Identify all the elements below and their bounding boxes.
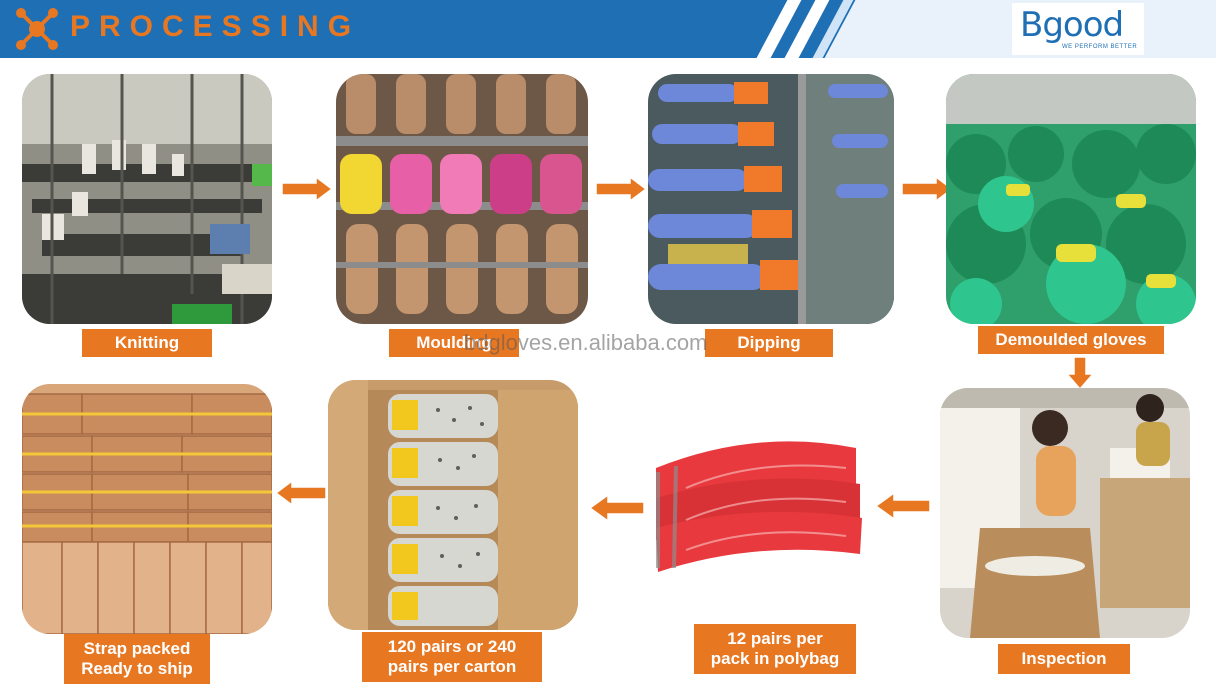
arrow-left-icon [274, 480, 327, 506]
dipping-photo [648, 74, 894, 324]
arrow-left-icon [588, 494, 645, 522]
logo-tagline: WE PERFORM BETTER [1062, 44, 1138, 50]
step-label-dipping: Dipping [705, 329, 833, 357]
logo-text: Bgood [1020, 5, 1124, 45]
step-label-demoulded: Demoulded gloves [978, 326, 1164, 354]
knitting-photo [22, 74, 272, 324]
arrow-down-icon [1066, 356, 1094, 390]
brand-logo: Bgood WE PERFORM BETTER [1012, 3, 1144, 55]
arrow-right-icon [901, 176, 954, 202]
carton-photo [328, 380, 578, 630]
polybag-photo [646, 428, 866, 588]
arrow-right-icon [595, 176, 648, 202]
step-label-knitting: Knitting [82, 329, 212, 357]
network-hub-icon [16, 8, 58, 50]
strap-packed-photo [22, 384, 272, 634]
page-title: PROCESSING [70, 10, 361, 43]
arrow-left-icon [874, 492, 931, 520]
moulding-photo [336, 74, 588, 324]
arrow-right-icon [281, 176, 334, 202]
demoulded-gloves-photo [946, 74, 1196, 324]
inspection-photo [940, 388, 1190, 638]
header-bar: PROCESSING Bgood WE PERFORM BETTER [0, 0, 1216, 58]
step-label-moulding: Moulding [389, 329, 519, 357]
step-label-carton: 120 pairs or 240 pairs per carton [362, 632, 542, 682]
watermark: bdgloves.en.alibaba.com [464, 330, 708, 355]
step-label-polybag: 12 pairs per pack in polybag [694, 624, 856, 674]
step-label-strap-packed: Strap packed Ready to ship [64, 634, 210, 684]
step-label-inspection: Inspection [998, 644, 1130, 674]
